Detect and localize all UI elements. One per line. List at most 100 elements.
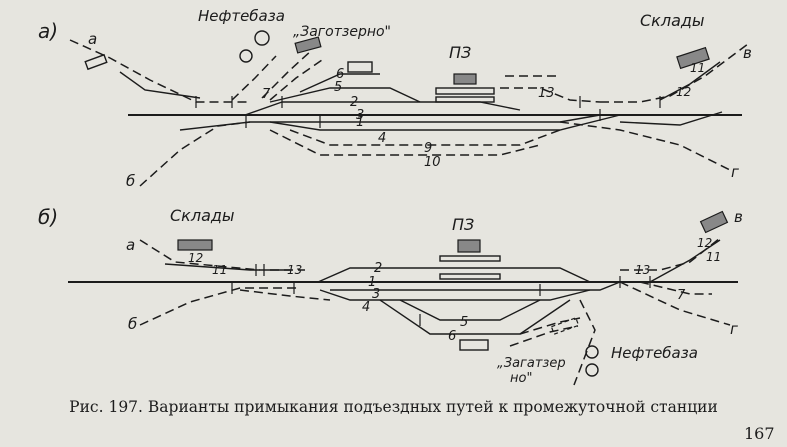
neftebaza-tank-1: [254, 30, 270, 46]
track-11-12-b: [164, 263, 290, 271]
track-label-12-right-b: 12: [697, 236, 712, 250]
track-label-11-left-b: 11: [212, 263, 227, 277]
panel-a-label: а): [38, 19, 58, 43]
track-5-b: [399, 299, 541, 321]
page-number: 167: [744, 424, 775, 443]
branch-v-building-b: [699, 210, 729, 234]
track-label-1-b: 1: [368, 275, 376, 290]
neftebaza-tank-2: [239, 49, 253, 63]
sklady-building-a: [676, 46, 710, 70]
pz-platform-1-b: [439, 255, 501, 262]
track-left-connector-b: [239, 289, 331, 301]
pz-building-a: [453, 73, 477, 85]
track-label-3-b: 3: [372, 287, 380, 302]
branch-a-industry-building: [84, 53, 108, 71]
neftebaza-label-b: Нефтебаза: [611, 344, 698, 362]
track-3: [179, 114, 601, 131]
sklady-label: Склады: [640, 11, 705, 30]
track-6-warehouse-b: [459, 339, 489, 351]
track-label-11: 11: [690, 61, 705, 75]
zagotzerno-label-b-2: но": [510, 371, 532, 386]
track-6: [299, 73, 380, 93]
branch-v-label-b: в: [734, 208, 743, 226]
branch-b-line: [139, 121, 251, 187]
track-label-5-b: 5: [460, 315, 468, 330]
track-label-6-b: 6: [448, 329, 456, 344]
track-label-7: 7: [262, 87, 271, 102]
track-6-warehouse: [347, 61, 373, 73]
branch-a-label: а: [88, 30, 97, 48]
branch-g-label: г: [731, 163, 739, 181]
track-2-switch: [244, 101, 283, 116]
branch-a-line-b: [139, 239, 261, 271]
branch-g-label-b: г: [730, 320, 738, 338]
track-label-2-b: 2: [374, 261, 382, 276]
track-label-3: 3: [356, 108, 364, 123]
track-label-10: 10: [424, 155, 441, 170]
pz-platform-2-b: [439, 273, 501, 280]
right-connector: [619, 111, 723, 126]
branch-b-line-b: [139, 287, 300, 326]
branch-b-label: б: [126, 172, 135, 190]
branch-a-solid: [119, 71, 201, 99]
track-9: [289, 129, 561, 146]
pz-building-b: [457, 239, 481, 253]
track-label-12: 12: [676, 85, 691, 99]
panel-a: а) Нефтебаза „Заготзерно" Склады ПЗ а б …: [38, 7, 752, 190]
track-2-b: [317, 267, 591, 283]
pz-label: ПЗ: [449, 43, 471, 62]
track-label-6: 6: [336, 67, 344, 82]
track-label-13: 13: [538, 86, 555, 101]
track-2: [282, 101, 521, 111]
pz-platform-2-a: [435, 96, 495, 103]
track-4: [269, 114, 621, 131]
track-10: [269, 129, 541, 156]
zagotzerno-connector-b-2: [509, 325, 579, 347]
zagotzerno-building: [294, 36, 322, 54]
sklady-building-b: [177, 239, 213, 251]
track-6-b: [379, 299, 571, 335]
panel-b-label: б): [38, 205, 58, 229]
track-label-1: 1: [356, 115, 364, 130]
neftebaza-connector-b: [573, 299, 596, 386]
zagotzerno-connector-1: [261, 49, 313, 99]
neftebaza-tank-b-2: [585, 363, 599, 377]
zagotzerno-connector-2: [269, 59, 323, 101]
zagotzerno-label: „Заготзерно": [293, 24, 391, 40]
track-label-11-right-b: 11: [706, 250, 721, 264]
track-11-12: [659, 61, 721, 101]
branch-b-label-b: б: [128, 315, 137, 333]
branch-a-label-b: а: [126, 236, 135, 254]
track-11-right: [649, 239, 721, 283]
track-label-7-b: 7: [677, 288, 686, 303]
track-label-13-right-b: 13: [635, 263, 650, 277]
track-label-13-left-b: 13: [287, 263, 302, 277]
zagotzerno-building-b: [550, 317, 580, 335]
zagotzerno-label-b-1: „Загатзер: [497, 356, 566, 371]
track-5: [269, 87, 421, 103]
panel-b: б) Склады ПЗ „Загатзер но" Нефтебаза а б…: [38, 205, 743, 386]
branch-v-label: в: [743, 44, 752, 62]
track-label-9: 9: [424, 141, 432, 156]
pz-label-b: ПЗ: [452, 215, 474, 234]
branch-g-line: [559, 121, 731, 171]
sklady-label-b: Склады: [170, 206, 235, 225]
branch-a-line: [69, 39, 250, 103]
branch-g-line-b: [619, 281, 731, 326]
track-label-4-b: 4: [362, 300, 370, 315]
neftebaza-connector: [231, 55, 277, 101]
track-4-b: [319, 289, 591, 301]
track-label-5: 5: [334, 80, 342, 95]
track-13: [500, 87, 601, 103]
track-3-b: [330, 281, 621, 291]
track-label-2: 2: [350, 95, 358, 110]
track-7-right: [639, 281, 712, 295]
neftebaza-label: Нефтебаза: [198, 7, 285, 25]
track-label-4: 4: [378, 131, 386, 146]
branch-v-line: [600, 43, 749, 103]
neftebaza-tank-b-1: [585, 345, 599, 359]
track-label-12-left-b: 12: [188, 251, 203, 265]
pz-platform-1-a: [435, 87, 495, 95]
